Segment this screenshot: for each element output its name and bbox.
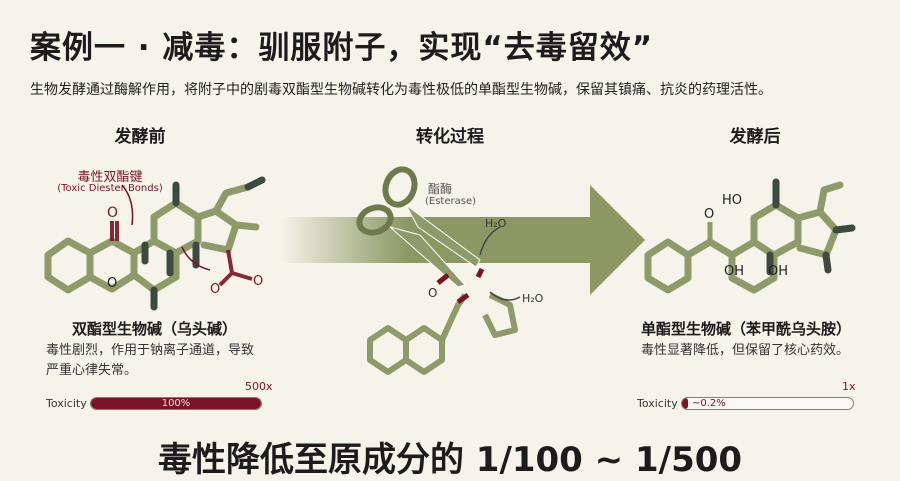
water-label-1: H₂O <box>485 217 507 230</box>
ring-oxygen-label: O <box>107 276 117 291</box>
after-compound-name: 单酯型生物碱（苯甲酰乌头胺） <box>641 320 852 338</box>
before-toxicity-fill: 100% <box>91 398 261 409</box>
before-compound-desc: 毒性剧烈，作用于钠离子通道，导致严重心律失常。 <box>46 343 255 378</box>
before-toxicity-label: Toxicity <box>46 397 87 410</box>
after-toxicity-bar <box>681 397 854 410</box>
carbonyl-oxygen-label: O <box>704 207 714 222</box>
heading-before: 发酵前 <box>114 127 166 147</box>
before-multiplier: 500x <box>245 380 273 393</box>
after-multiplier: 1x <box>842 380 856 393</box>
page-subtitle: 生物发酵通过酶解作用，将附子中的剧毒双酯型生物碱转化为毒性极低的单酯型生物碱，保… <box>30 82 772 98</box>
after-toxicity-label: Toxicity <box>637 397 678 410</box>
before-compound-name: 双酯型生物碱（乌头碱） <box>72 320 238 338</box>
after-toxicity-value: ~0.2% <box>692 398 726 409</box>
enzyme-label-en: (Esterase) <box>425 196 477 207</box>
heading-process: 转化过程 <box>416 127 484 147</box>
released-oxygen-label: O <box>428 286 437 300</box>
hydroxyl-label-2: OH <box>724 264 744 279</box>
after-compound-desc: 毒性显著降低，但保留了核心药效。 <box>641 343 850 358</box>
hydroxyl-label-3: OH <box>768 264 788 279</box>
after-toxicity-fill <box>682 398 688 409</box>
before-toxicity-bar: 100% <box>90 397 262 410</box>
heading-after: 发酵后 <box>729 127 781 147</box>
monoester-alkaloid-molecule: O HO OH OH <box>644 178 856 294</box>
conclusion-text: 毒性降低至原成分的 1/100 ~ 1/500 <box>157 440 743 480</box>
toxic-bond-annotation: 毒性双酯键 <box>77 170 143 185</box>
transformation-arrow <box>280 185 645 295</box>
ester-oxygen-label: O <box>210 282 220 297</box>
carbonyl-oxygen-label: O <box>107 205 118 221</box>
ester-oxygen-label-2: O <box>253 274 263 289</box>
page-title: 案例一 · 减毒：驯服附子，实现“去毒留效” <box>30 30 654 66</box>
scissors-icon: H₂O H₂O O <box>356 166 544 375</box>
hydroxyl-label-1: HO <box>722 193 742 208</box>
diester-alkaloid-molecule: O O O O <box>44 176 266 311</box>
enzyme-label: 酯酶 <box>428 182 453 196</box>
water-label-2: H₂O <box>522 292 544 305</box>
toxic-bond-annotation-en: (Toxic Diester Bonds) <box>57 183 163 194</box>
